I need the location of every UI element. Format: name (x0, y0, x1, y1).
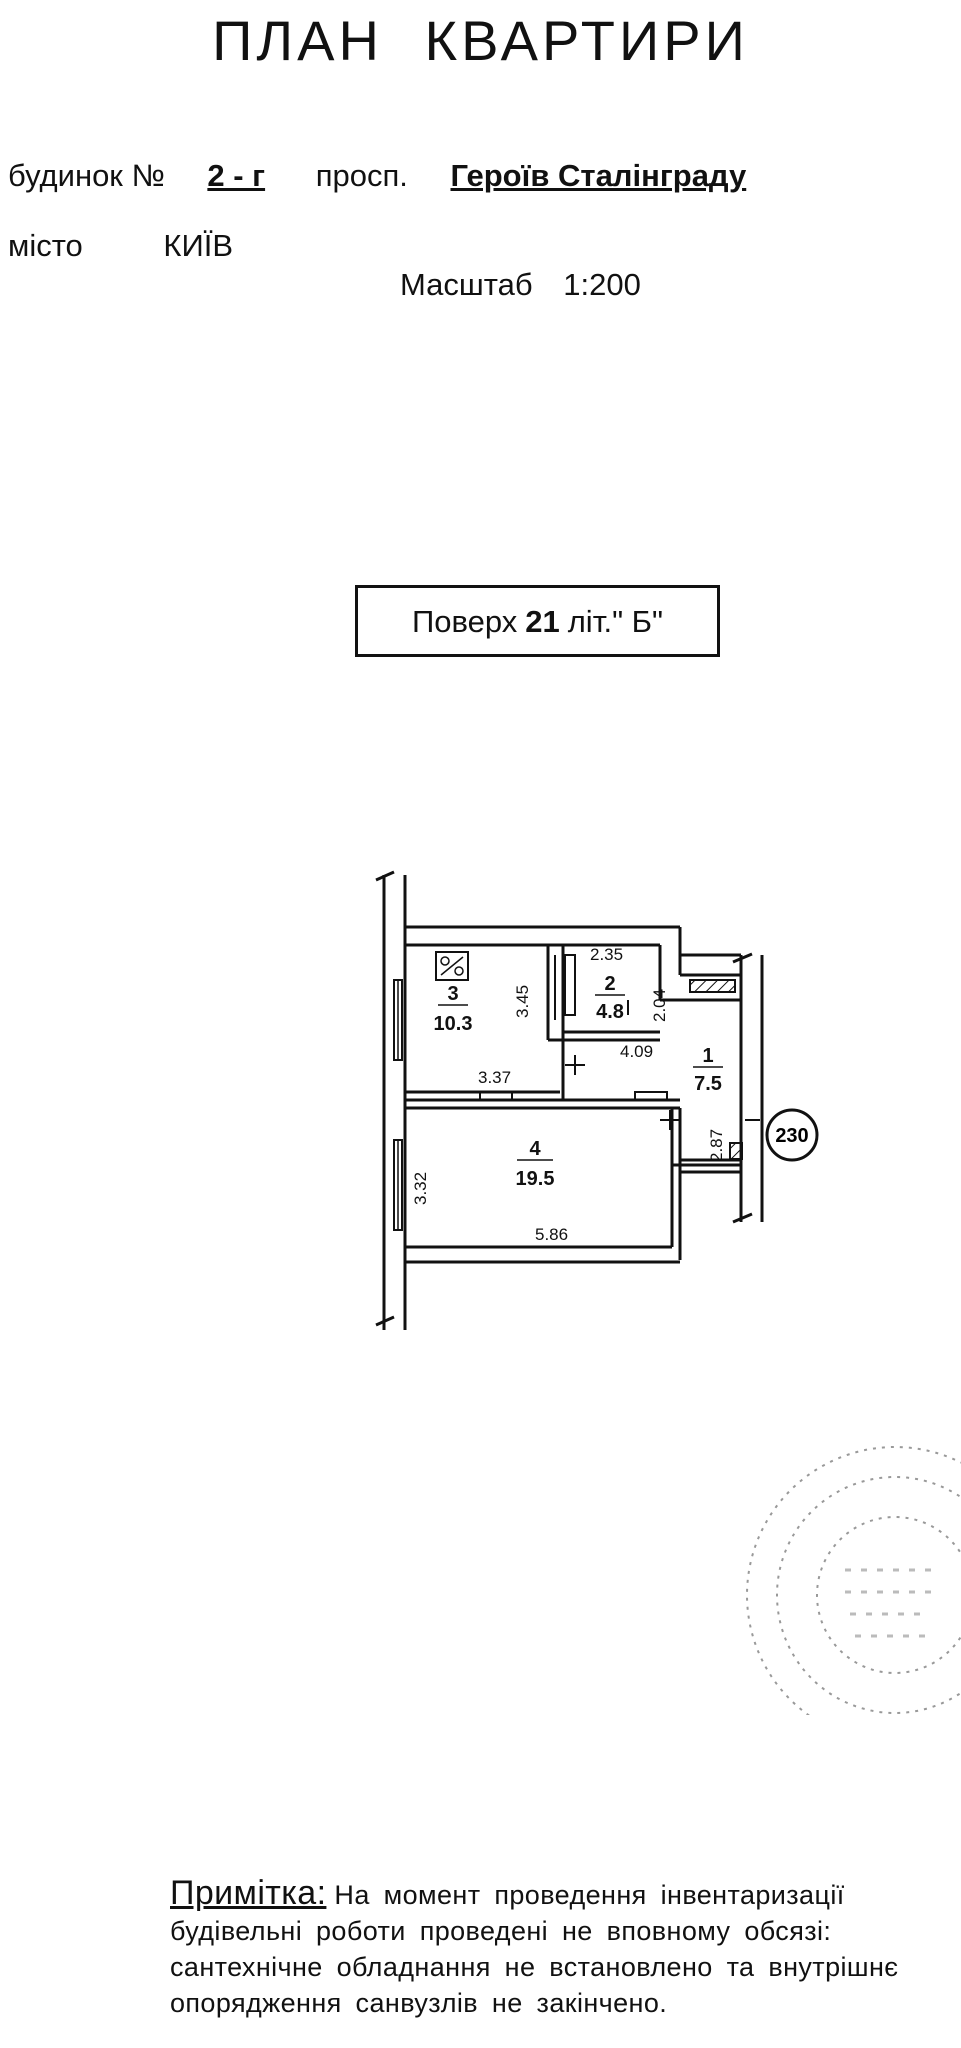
city-row: місто КИЇВ (8, 228, 233, 264)
city-label: місто (8, 228, 83, 263)
ventilation-shaft (689, 979, 736, 993)
stove-icon (435, 951, 469, 981)
dimension-3-37: 3.37 (478, 1068, 511, 1087)
note: Примітка:На момент проведення інвентариз… (170, 1875, 950, 2021)
dimension-4-09: 4.09 (620, 1042, 653, 1061)
street-name: Героїв Сталінграду (450, 158, 747, 193)
room-3-area: 10.3 (434, 1013, 473, 1035)
room-4-number: 4 (529, 1138, 541, 1160)
floor-label: Поверх (411, 604, 518, 639)
dimension-2-35: 2.35 (590, 945, 623, 964)
room-2-area: 4.8 (596, 1001, 624, 1023)
dimension-2-04: 2.04 (650, 989, 669, 1022)
street-type: просп. (315, 158, 408, 193)
official-stamp (746, 1446, 961, 1715)
floor-letter: літ." Б" (567, 604, 664, 639)
scale-value: 1:200 (563, 267, 641, 302)
room-2-number: 2 (604, 973, 615, 995)
room-1-area: 7.5 (694, 1073, 722, 1095)
room-3-number: 3 (447, 983, 458, 1005)
note-text: На момент проведення інвентаризації буді… (170, 1880, 899, 2018)
building-label: будинок № (8, 158, 165, 193)
building-number: 2 - г (207, 158, 266, 193)
riser (729, 1142, 743, 1160)
city-name: КИЇВ (163, 228, 234, 263)
plan-walls (375, 870, 764, 1330)
dimension-ticks (565, 1000, 760, 1130)
page-title: ПЛАН КВАРТИРИ (212, 9, 749, 72)
floor-number: 21 (525, 604, 560, 639)
doors (479, 954, 668, 1101)
dimension-5-86: 5.86 (535, 1225, 568, 1244)
dimension-3-45: 3.45 (513, 985, 532, 1018)
scale-label: Масштаб (400, 267, 533, 302)
windows (393, 979, 403, 1231)
room-4-area: 19.5 (516, 1168, 555, 1190)
dimension-2-87: 2.87 (707, 1129, 726, 1162)
note-label: Примітка: (170, 1874, 327, 1912)
room-1-number: 1 (702, 1045, 713, 1067)
scale-row: Масштаб 1:200 (400, 267, 641, 303)
dimension-3-32: 3.32 (411, 1172, 430, 1205)
apartment-number-badge: 230 (765, 1108, 819, 1162)
apartment-number: 230 (775, 1125, 808, 1147)
address-row: будинок № 2 - г просп. Героїв Сталінград… (8, 158, 788, 194)
